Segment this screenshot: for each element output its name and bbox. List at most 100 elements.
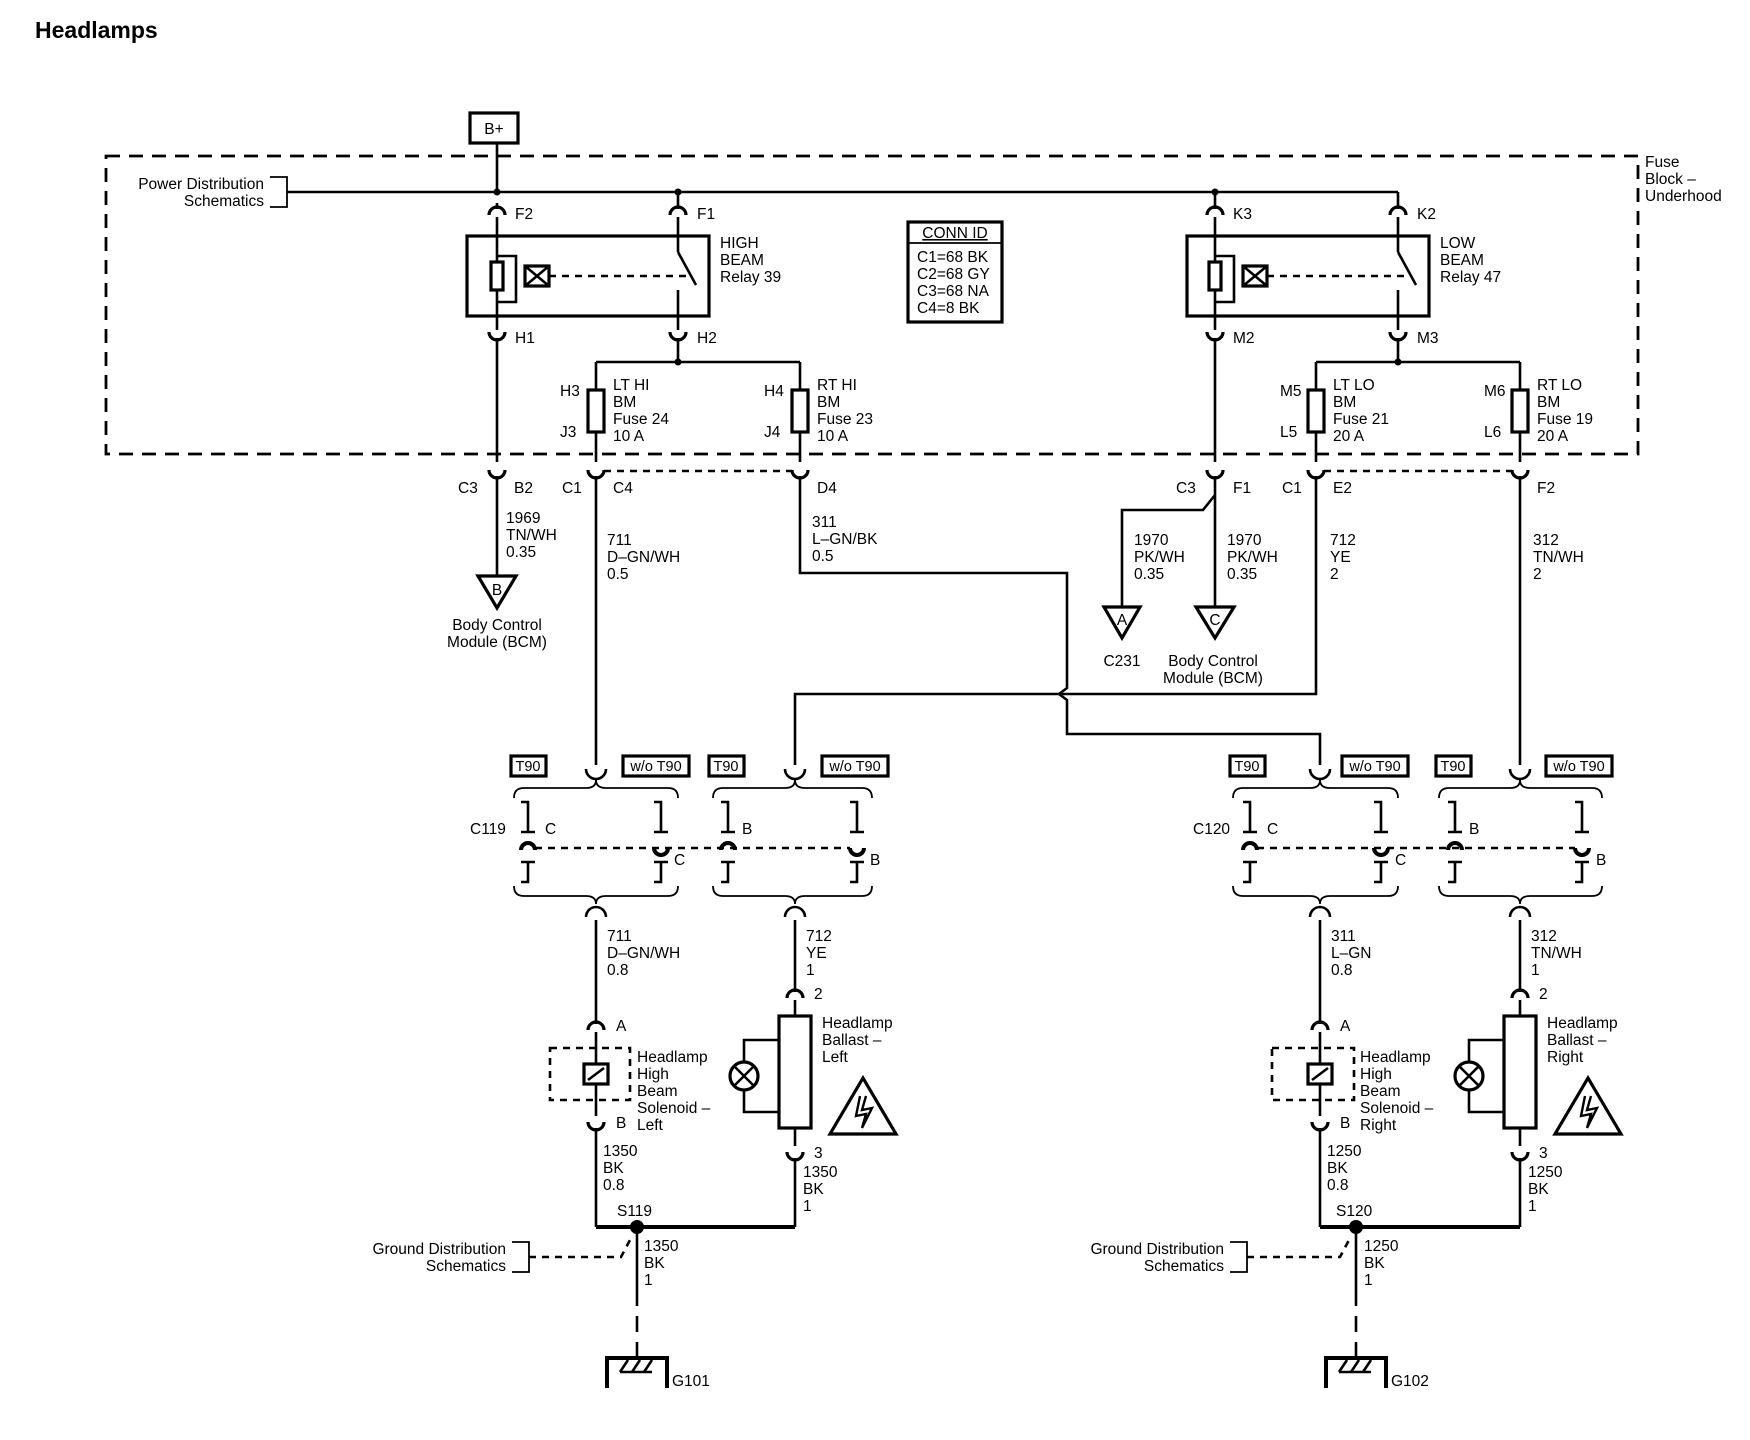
s120-label: S120 <box>1336 1203 1373 1220</box>
conn-f2: F2 <box>1537 480 1555 497</box>
fuse-lt-hi-top: H3 <box>560 383 580 400</box>
c120-group: T90 w/o T90 T90 w/o T90 C120 C C B B <box>1193 754 1614 918</box>
fuse-lt-hi-4: 10 A <box>613 428 645 445</box>
opt-wo-t90-3: w/o T90 <box>1348 759 1400 775</box>
w311-n: 311 <box>812 514 837 531</box>
ballast-left <box>777 1014 813 1130</box>
fuse-lt-lo-1: LT LO <box>1333 377 1375 394</box>
fuse-lt-lo-top: M5 <box>1280 383 1302 400</box>
c119-pin-c2: C <box>674 852 685 869</box>
w712-s: 2 <box>1330 566 1339 583</box>
w311-s: 0.5 <box>812 548 834 565</box>
conn-b2: B2 <box>514 480 533 497</box>
fuse-rt-lo-1: RT LO <box>1537 377 1582 394</box>
w1350b-c: BK <box>803 1181 824 1198</box>
w1970a-n: 1970 <box>1134 532 1169 549</box>
low-relay-label-3: Relay 47 <box>1440 269 1501 286</box>
ground-dist-left-2: Schematics <box>426 1258 506 1275</box>
w1969-s: 0.35 <box>506 544 536 561</box>
conn-c3-left: C3 <box>458 480 478 497</box>
fuse-lt-hi-1: LT HI <box>613 377 649 394</box>
c120-pin-b1: B <box>1469 821 1479 838</box>
w1250b-c: BK <box>1528 1181 1549 1198</box>
sol-right-label-1: Headlamp <box>1360 1049 1431 1066</box>
ground-g102-icon <box>1324 1356 1388 1388</box>
conn-id-c3: C3=68 NA <box>917 283 990 300</box>
fuse-lt-hi-3: Fuse 24 <box>613 411 669 428</box>
conn-c4: C4 <box>613 480 633 497</box>
sol-left-pin-a: A <box>616 1018 627 1035</box>
offpage-b-label-1: Body Control <box>452 617 542 634</box>
low-relay-switch <box>1396 251 1418 286</box>
w1250b-n: 1250 <box>1528 1164 1563 1181</box>
conn-id-title: CONN ID <box>922 225 987 242</box>
w1350b-n: 1350 <box>803 1164 838 1181</box>
offpage-c-label-1: Body Control <box>1168 653 1258 670</box>
fuse-rt-lo-top: M6 <box>1484 383 1506 400</box>
fuse-lt-lo-bot: L5 <box>1280 424 1297 441</box>
w311b-s: 0.8 <box>1331 962 1353 979</box>
sol-left-label-4: Solenoid – <box>637 1100 711 1117</box>
fuse-block-label-3: Underhood <box>1645 188 1722 205</box>
opt-t90-1: T90 <box>516 759 541 775</box>
offpage-a-letter: A <box>1117 612 1128 629</box>
w712b-s: 1 <box>806 962 815 979</box>
fuse-rt-lo <box>1510 388 1530 434</box>
w312b-n: 312 <box>1531 928 1557 945</box>
w1970b-s: 0.35 <box>1227 566 1257 583</box>
sol-right-pin-a: A <box>1340 1018 1351 1035</box>
w1250b-s: 1 <box>1528 1198 1537 1215</box>
fuse-lt-hi <box>586 388 606 434</box>
sol-left-label-3: Beam <box>637 1083 678 1100</box>
bal-right-label-1: Headlamp <box>1547 1015 1618 1032</box>
s119-label: S119 <box>617 1203 652 1220</box>
sol-right-label-3: Beam <box>1360 1083 1401 1100</box>
offpage-a-label: C231 <box>1103 653 1140 670</box>
fuse-rt-hi <box>790 388 810 434</box>
bal-right-label-2: Ballast – <box>1547 1032 1607 1049</box>
w711b-n: 711 <box>607 928 632 945</box>
fuse-lt-hi-2: BM <box>613 394 636 411</box>
fuse-rt-hi-1: RT HI <box>817 377 857 394</box>
ballast-right <box>1502 1014 1538 1130</box>
opt-wo-t90-2: w/o T90 <box>828 759 880 775</box>
offpage-a <box>1101 605 1143 642</box>
sol-right-pin-b: B <box>1340 1115 1350 1132</box>
w712b-c: YE <box>806 945 827 962</box>
offpage-b-label-2: Module (BCM) <box>447 634 547 651</box>
w1969-n: 1969 <box>506 510 540 527</box>
power-dist-label-1: Power Distribution <box>138 176 264 193</box>
bal-left-label-3: Left <box>822 1049 849 1066</box>
c120-label: C120 <box>1193 821 1230 838</box>
sol-left-label-1: Headlamp <box>637 1049 708 1066</box>
low-relay-label-2: BEAM <box>1440 252 1484 269</box>
w311b-n: 311 <box>1331 928 1356 945</box>
fuse-lt-lo-4: 20 A <box>1333 428 1365 445</box>
sol-right-label-4: Solenoid – <box>1360 1100 1434 1117</box>
c119-label: C119 <box>470 821 506 838</box>
w712-n: 712 <box>1330 532 1356 549</box>
conn-id-c2: C2=68 GY <box>917 266 990 283</box>
c120-pin-c1: C <box>1267 821 1278 838</box>
pin-f2: F2 <box>515 206 533 223</box>
fuse-rt-lo-4: 20 A <box>1537 428 1569 445</box>
bal-left-label-2: Ballast – <box>822 1032 882 1049</box>
solenoid-right-body <box>1270 1046 1356 1102</box>
opt-wo-t90-4: w/o T90 <box>1552 759 1604 775</box>
fuse-block-label-2: Block – <box>1645 171 1696 188</box>
w711b-s: 0.8 <box>607 962 629 979</box>
w311-c: L–GN/BK <box>812 531 878 548</box>
fuse-lt-lo-2: BM <box>1333 394 1356 411</box>
opt-t90-4: T90 <box>1441 759 1466 775</box>
conn-id-c4: C4=8 BK <box>917 300 980 317</box>
pin-k2: K2 <box>1417 206 1436 223</box>
fuse-rt-lo-3: Fuse 19 <box>1537 411 1593 428</box>
opt-t90-3: T90 <box>1235 759 1260 775</box>
pin-m2: M2 <box>1233 330 1255 347</box>
w712b-n: 712 <box>806 928 832 945</box>
high-relay-label-1: HIGH <box>720 235 759 252</box>
fuse-rt-hi-4: 10 A <box>817 428 849 445</box>
c120-pin-c2: C <box>1395 852 1406 869</box>
bal-right-pin-3: 3 <box>1539 1145 1548 1162</box>
